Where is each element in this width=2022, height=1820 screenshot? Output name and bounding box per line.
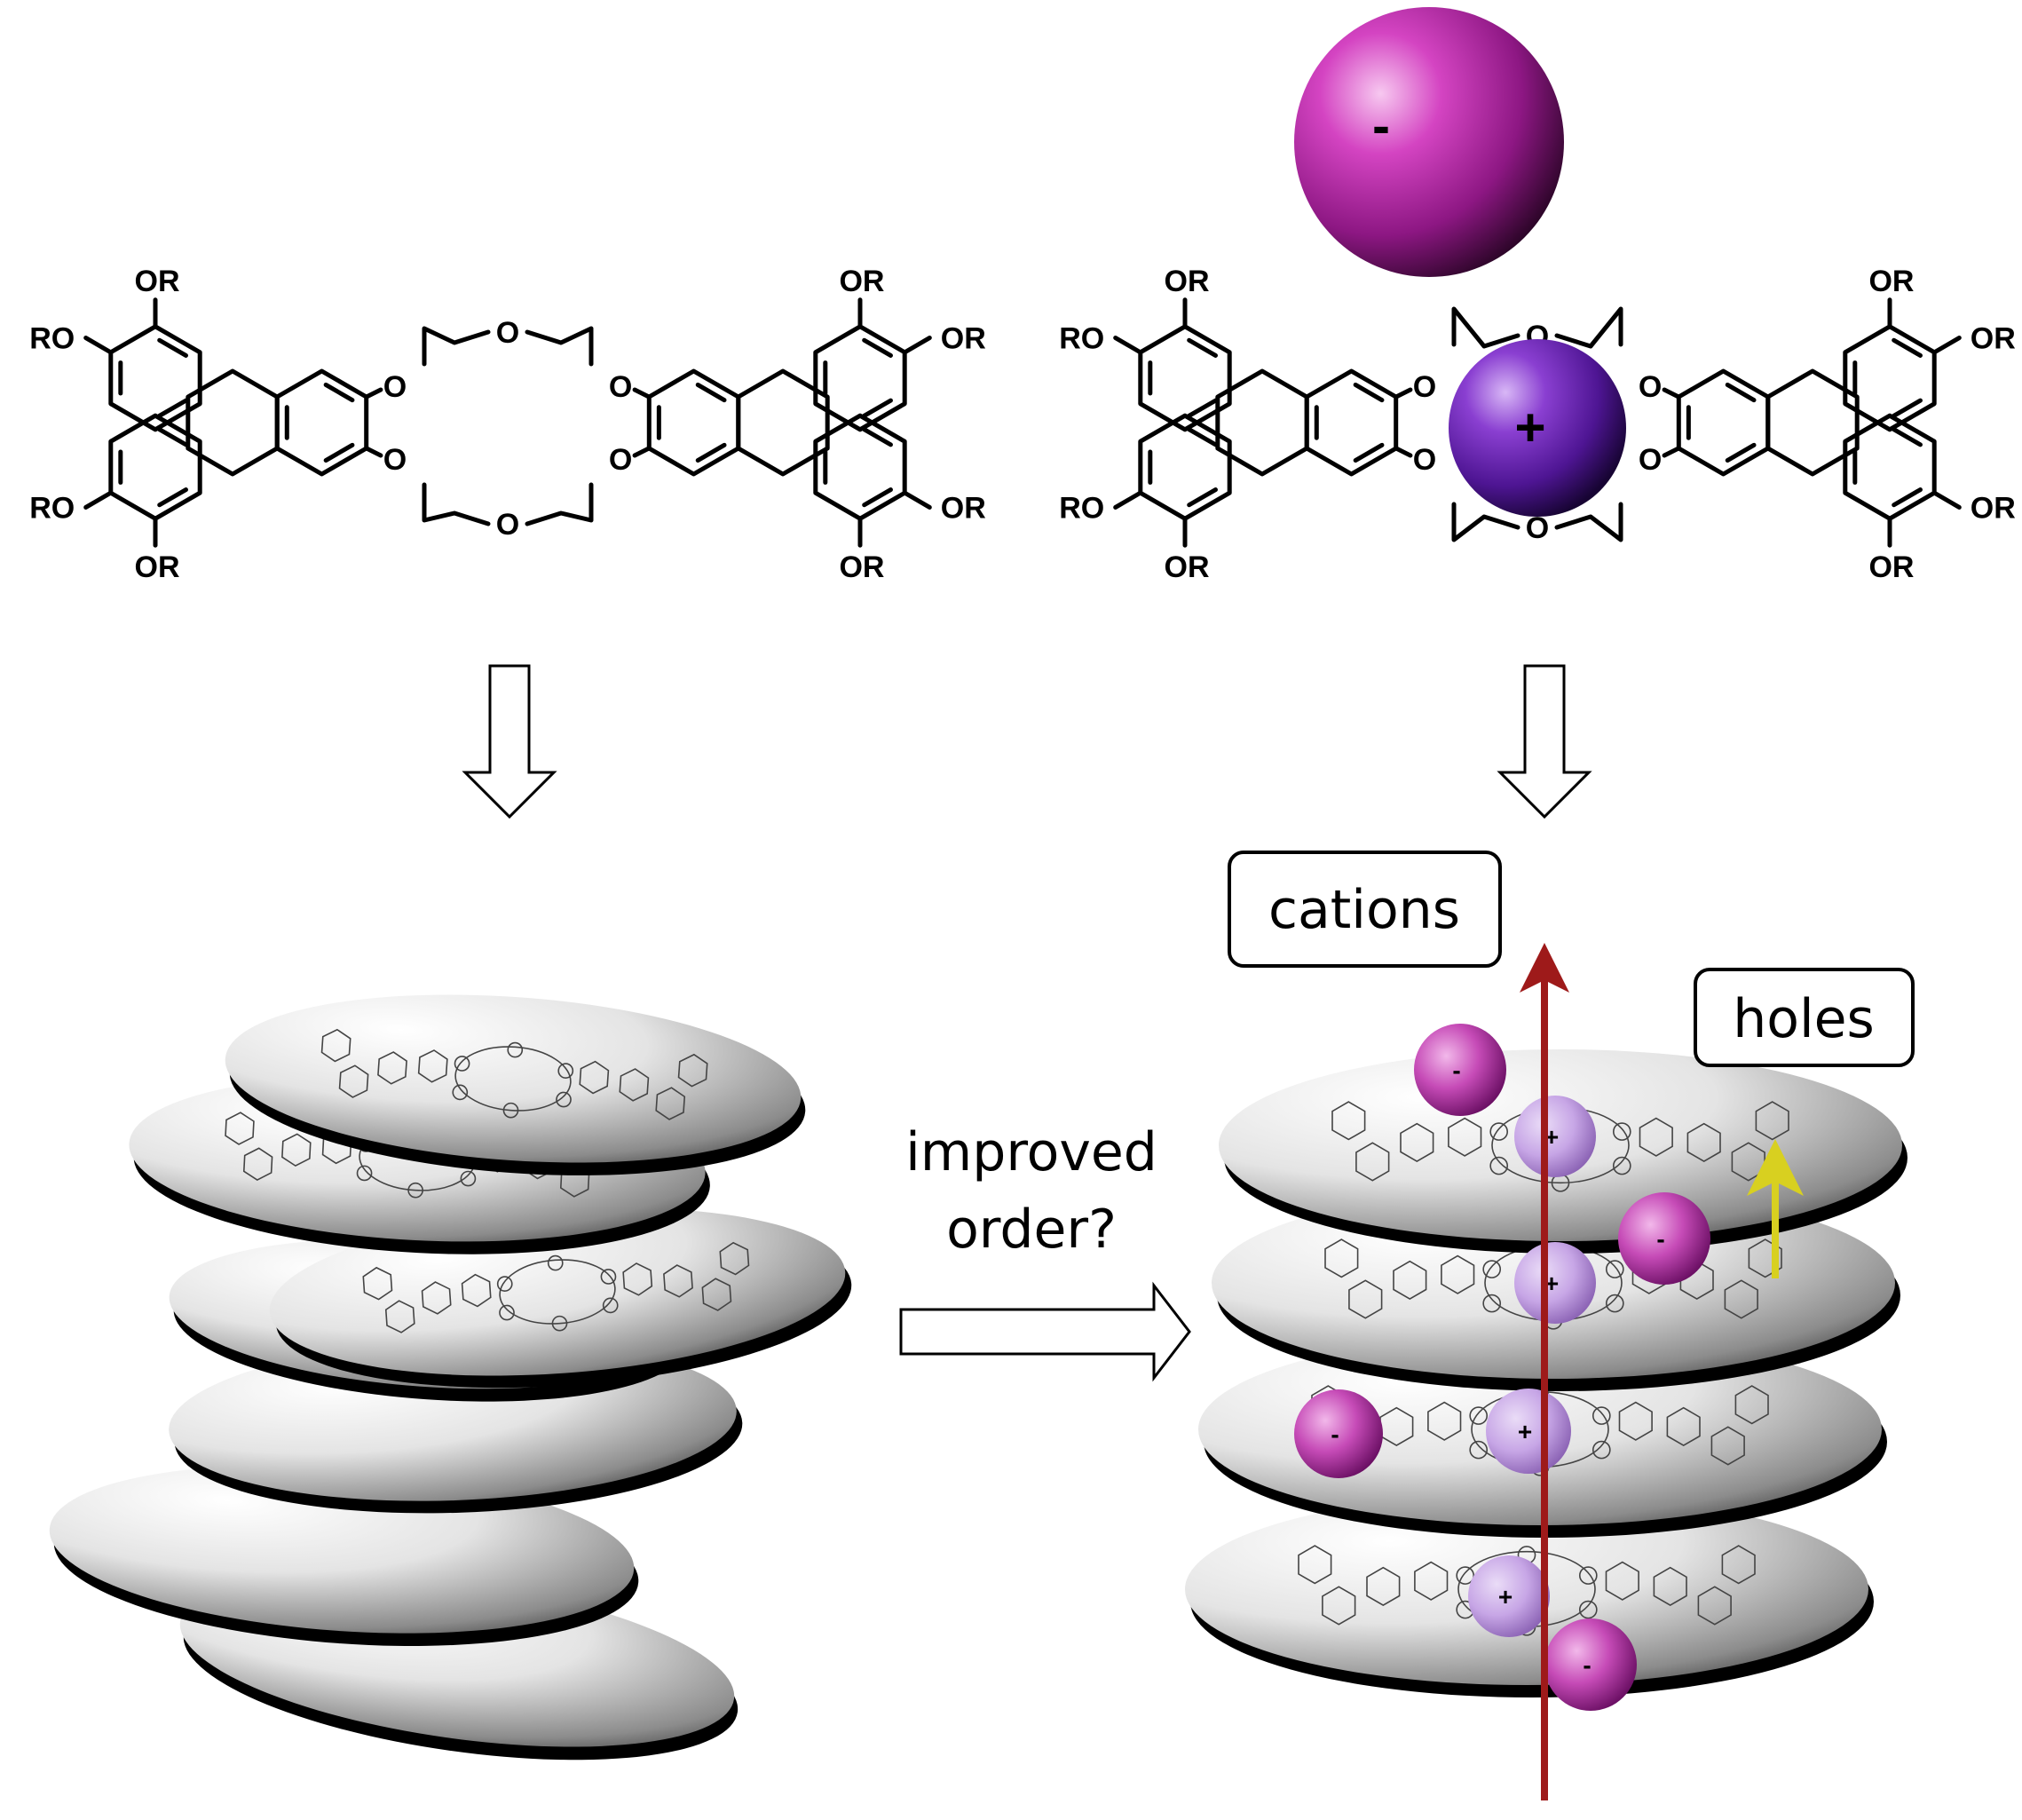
cation-sign: + [1514, 398, 1545, 457]
disc-molecule-sketch [320, 1028, 708, 1120]
crown-oxygen: O [609, 443, 632, 477]
holes-label-box: holes [1694, 968, 1915, 1067]
cation-sphere: + [1449, 339, 1626, 517]
cation: + [1468, 1555, 1550, 1637]
molecular-disc [1185, 1493, 1874, 1697]
anion-sign: - [1331, 1420, 1339, 1448]
crown-oxygen: O [496, 508, 519, 542]
substituent-or: OR [1165, 550, 1210, 584]
molecular-disc [225, 994, 806, 1175]
anion-sign: - [1656, 1225, 1664, 1253]
anion-sphere: - [1294, 7, 1564, 277]
anion-sign: - [1583, 1651, 1591, 1679]
substituent-or: OR [941, 491, 986, 525]
arrow-label-line1: improved [905, 1121, 1157, 1183]
holes-label: holes [1733, 988, 1875, 1050]
crown-oxygen: O [496, 316, 519, 350]
substituent-or: OR [839, 550, 884, 584]
anion: - [1618, 1192, 1710, 1285]
crown-oxygen: O [609, 370, 632, 404]
disordered-stack [49, 994, 852, 1761]
substituent-or: OR [1868, 550, 1914, 584]
arrow-label-line2: order? [946, 1199, 1117, 1261]
substituent-ro: RO [29, 322, 75, 356]
anion-sign: - [1452, 1056, 1460, 1084]
substituent-ro: RO [1059, 491, 1104, 525]
cation: + [1514, 1242, 1596, 1324]
crown-oxygen: O [1639, 370, 1662, 404]
anion: - [1544, 1618, 1637, 1711]
cations-label-box: cations [1228, 851, 1502, 968]
crown-oxygen: O [383, 443, 407, 477]
substituent-or: OR [1165, 265, 1210, 298]
substituent-ro: RO [29, 491, 75, 525]
substituent-or: OR [941, 322, 986, 356]
anion: - [1294, 1389, 1383, 1478]
substituent-or: OR [1971, 322, 2016, 356]
cation: + [1514, 1096, 1596, 1177]
molecule-free: OR RO OR RO O O OR OR OR OR O O O O [29, 265, 986, 584]
substituent-or: OR [1971, 491, 2016, 525]
order-arrow [899, 1281, 1191, 1382]
crown-oxygen: O [1413, 370, 1436, 404]
crown-oxygen: O [1526, 511, 1549, 545]
crown-oxygen: O [383, 370, 407, 404]
substituent-or: OR [135, 265, 180, 298]
down-arrow-right [1497, 664, 1592, 819]
cation-sign: + [1518, 1418, 1532, 1445]
substituent-or: OR [1868, 265, 1914, 298]
cation-sign: + [1498, 1583, 1513, 1610]
anion: - [1414, 1024, 1506, 1116]
substituent-or: OR [839, 265, 884, 298]
down-arrow-left [462, 664, 557, 819]
substituent-or: OR [135, 550, 180, 584]
crown-oxygen: O [1639, 443, 1662, 477]
anion-sign: - [1372, 96, 1390, 155]
crown-oxygen: O [1413, 443, 1436, 477]
substituent-ro: RO [1059, 322, 1104, 356]
disc-molecule-sketch [362, 1241, 750, 1333]
cation: + [1486, 1389, 1571, 1474]
cations-label: cations [1268, 879, 1460, 941]
